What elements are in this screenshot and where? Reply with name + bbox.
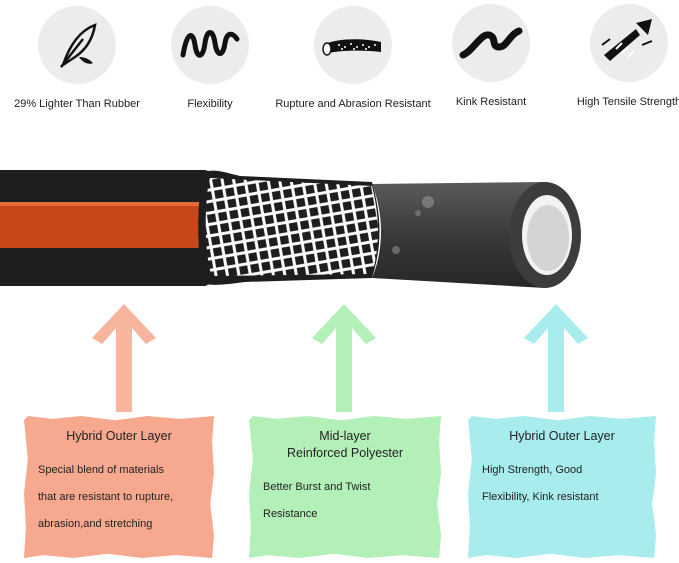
feature-lighter: 29% Lighter Than Rubber	[12, 6, 142, 110]
arrow-outer-layer	[92, 304, 156, 412]
hose-mesh-layer	[198, 170, 380, 285]
feature-label: Kink Resistant	[455, 96, 527, 108]
layer-description-line: Flexibility, Kink resistant	[482, 491, 599, 503]
feature-circle	[171, 6, 249, 84]
feature-circle	[38, 6, 116, 84]
feather-icon	[60, 23, 97, 69]
stretch-arrow-icon	[601, 19, 653, 61]
layer-description-line: Special blend of materials	[38, 464, 164, 476]
feature-tensile: High Tensile Strength	[564, 4, 679, 108]
layer-description-line: that are resistant to rupture,	[38, 491, 174, 503]
layer-title: Hybrid Outer Layer	[509, 429, 615, 443]
hose-outer-layer	[0, 170, 220, 286]
layer-description-line: Resistance	[263, 508, 318, 520]
layer-title-line-2: Reinforced Polyester	[286, 446, 404, 460]
curved-hose-icon	[459, 27, 523, 59]
layer-card-inner: Hybrid Outer Layer High Strength, Good F…	[468, 416, 656, 558]
arrow-inner-layer	[524, 304, 588, 412]
layer-description: Special blend of materials that are resi…	[38, 457, 200, 538]
feature-rupture: Rupture and Abrasion Resistant	[275, 6, 431, 110]
layer-title: Mid-layer	[319, 429, 371, 443]
feature-circle	[314, 6, 392, 84]
layer-card-outer: Hybrid Outer Layer Special blend of mate…	[24, 416, 214, 558]
feature-circle	[452, 4, 530, 82]
layer-description-line: Better Burst and Twist	[263, 481, 371, 493]
layer-description: Better Burst and Twist Resistance	[263, 474, 427, 528]
layer-description-line: High Strength, Good	[482, 464, 583, 476]
layer-description: High Strength, Good Flexibility, Kink re…	[482, 457, 642, 511]
layer-title: Hybrid Outer Layer	[66, 429, 172, 443]
feature-label: High Tensile Strength	[576, 96, 679, 108]
layer-card-mid: Mid-layer Reinforced Polyester Better Bu…	[249, 416, 441, 558]
feature-kink: Kink Resistant	[426, 4, 556, 108]
feature-label: Flexibility	[187, 98, 233, 110]
hose-tube-icon	[322, 39, 381, 56]
hose-inner-tube	[372, 182, 581, 288]
feature-circle	[590, 4, 668, 82]
arrow-mid-layer	[312, 304, 376, 412]
layer-description-line: abrasion,and stretching	[38, 518, 153, 530]
feature-label: 29% Lighter Than Rubber	[14, 98, 140, 110]
hose-illustration	[0, 170, 581, 288]
wavy-line-icon	[180, 30, 240, 58]
feature-flexibility: Flexibility	[145, 6, 275, 110]
feature-label: Rupture and Abrasion Resistant	[275, 98, 431, 110]
